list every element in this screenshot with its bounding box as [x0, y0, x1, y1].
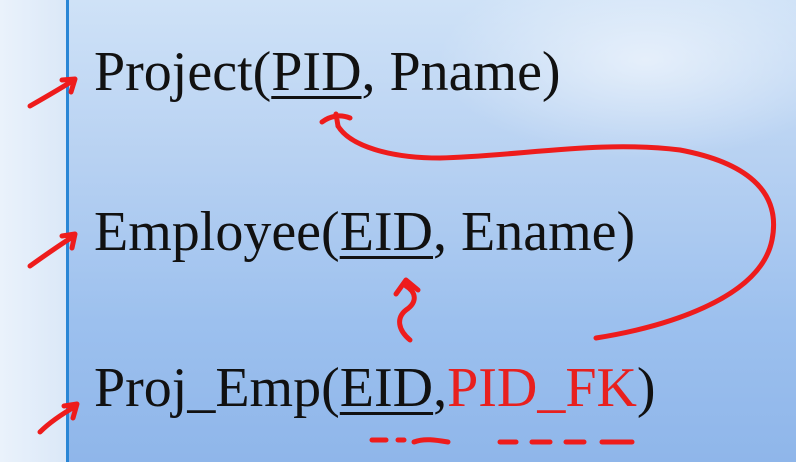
relation-employee: Employee(EID, Ename) [94, 204, 635, 260]
relation-name: Proj_Emp [94, 357, 322, 419]
relation-name: Project [94, 41, 253, 103]
remaining-attributes: , Pname) [361, 41, 561, 103]
dash-underline [411, 437, 451, 445]
arrow-head-icon [319, 111, 353, 129]
close-paren: ) [636, 357, 656, 419]
foreign-key-reference-arrow [335, 123, 776, 341]
open-paren: ( [321, 201, 340, 263]
relation-name: Employee [94, 201, 322, 263]
primary-key-pid: PID [271, 41, 362, 103]
bullet-arrow-icon [27, 231, 78, 269]
eid-reference-arrow [397, 283, 417, 343]
primary-key-eid: EID [339, 201, 433, 263]
open-paren: ( [321, 357, 340, 419]
relation-project: Project(PID, Pname) [94, 44, 561, 100]
arrow-head-icon [393, 277, 421, 297]
remaining-attributes: , Ename) [433, 201, 636, 263]
slide-left-margin [0, 0, 66, 462]
bullet-arrow-icon [37, 401, 80, 435]
open-paren: ( [252, 41, 272, 103]
margin-divider-line [66, 0, 69, 462]
bullet-arrow-icon [27, 76, 78, 109]
relation-proj-emp: Proj_Emp(EID,PID_FK) [94, 360, 656, 416]
foreign-key-pid: PID_FK [447, 357, 637, 419]
primary-key-eid: EID [339, 357, 434, 419]
comma: , [433, 357, 448, 419]
